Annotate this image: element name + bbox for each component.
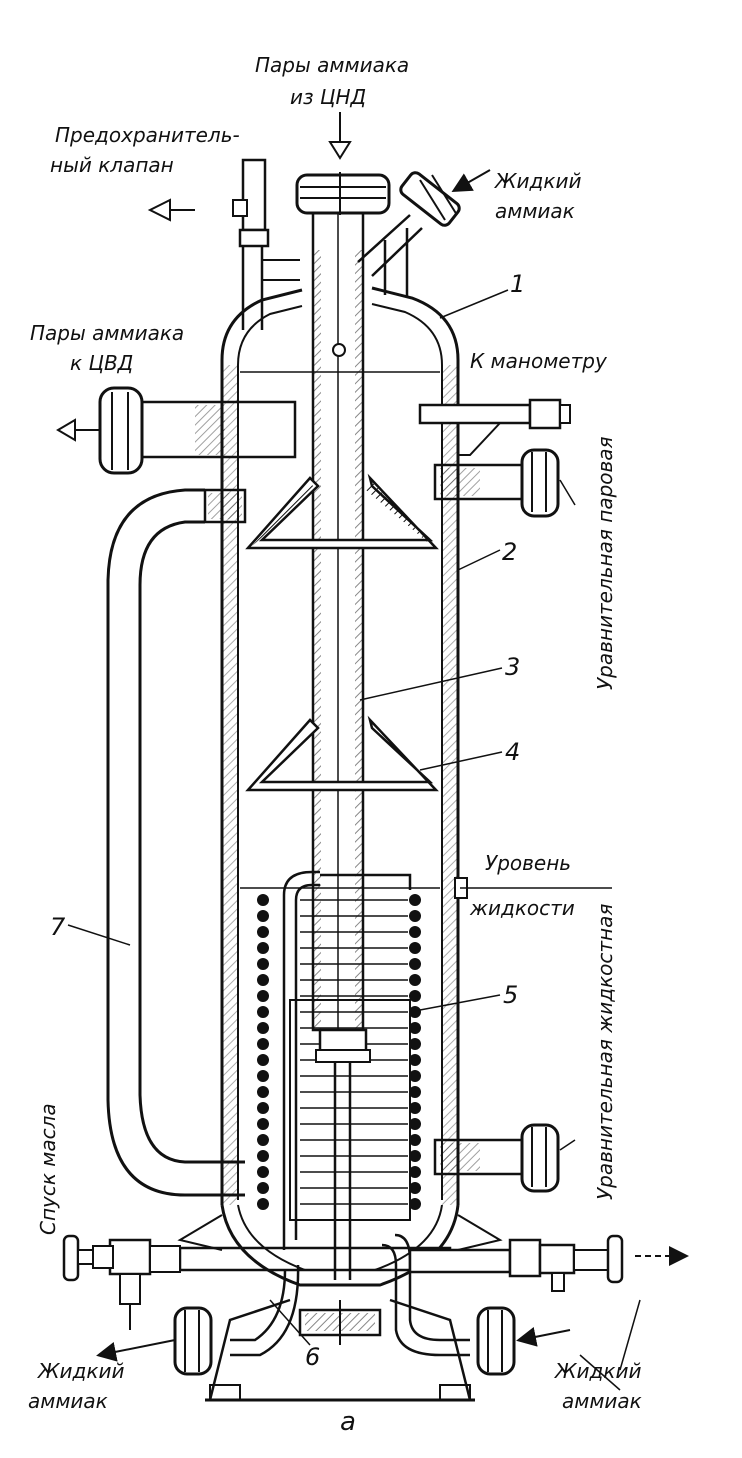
callout-4: 4 [505,738,520,766]
callout-5: 5 [503,981,518,1009]
label-liquid-in-top-line2: аммиак [495,199,575,223]
label-liquid-level-line2: жидкости [469,896,575,920]
coil-turn [257,1086,269,1098]
coil-turn [257,1070,269,1082]
figure-letter: а [340,1407,356,1437]
label-liquid-level-line1: Уровень [485,851,571,875]
label-liquid-out-right-line1: Жидкий [553,1359,641,1383]
gauge-nozzle [418,398,571,456]
cooling-coil [240,870,440,1250]
liquid-inlet-nozzle [357,169,491,277]
coil-turn [409,1150,421,1162]
label-vapor-from-lpc-line1: Пары аммиака [255,53,409,77]
label-oil-drain: Спуск масла [36,1103,60,1235]
coil-turn [409,1182,421,1194]
coil-turn [257,1134,269,1146]
coil-turn [257,974,269,986]
coil-turn [409,1086,421,1098]
safety-valve [147,158,300,330]
equalizing-vapor-nozzle [433,448,560,518]
drain-tube [333,1062,352,1280]
coil-turn [409,910,421,922]
coil-turn [409,990,421,1002]
label-equalizing-vapor: Уравнительная паровая [593,436,617,690]
coil-turn [257,1006,269,1018]
label-liquid-out-left-line2: аммиак [28,1389,108,1413]
label-safety-valve-line1: Предохранитель- [55,123,240,147]
equalizing-liquid-nozzle [433,1123,560,1193]
label-liquid-out-right-line2: аммиак [562,1389,642,1413]
coil-turn [257,1054,269,1066]
label-liquid-out-left-line1: Жидкий [36,1359,124,1383]
coil-turn [409,1102,421,1114]
label-vapor-to-hpc-line1: Пары аммиака [30,321,184,345]
coil-turn [257,910,269,922]
coil-turn [257,1166,269,1178]
support-base [177,1214,503,1402]
label-to-gauge: К манометру [470,349,608,373]
coil-turn [257,1038,269,1050]
coil-turn [257,1102,269,1114]
vessel-shell [220,286,460,1287]
coil-turn [257,990,269,1002]
coil-turn [409,894,421,906]
coil-turn [257,926,269,938]
coil-turn [409,1198,421,1210]
coil-turn [409,1006,421,1018]
coil-turn [409,958,421,970]
callout-leaders [67,289,641,1391]
right-drain-valve [408,1234,689,1292]
coil-turn [257,1022,269,1034]
coil-turn [257,1118,269,1130]
callout-1: 1 [510,270,525,298]
coil-turn [257,1198,269,1210]
label-vapor-from-lpc-line2: из ЦНД [290,85,366,109]
coil-turn [409,1070,421,1082]
baffles [245,473,439,792]
label-safety-valve-line2: ный клапан [50,153,174,177]
coil-turn [409,1134,421,1146]
external-return-pipe [106,488,247,1197]
coil-turn [257,894,269,906]
coil-turn [409,942,421,954]
callout-3: 3 [505,653,520,681]
coil-turn [409,974,421,986]
inlet-arrow-head [328,141,352,160]
label-liquid-in-top-line1: Жидкий [493,169,581,193]
bottom-liquid-pipes [96,1233,571,1376]
coil-turn [409,1054,421,1066]
label-vapor-to-hpc-line2: к ЦВД [70,351,133,375]
oil-drain-valve [62,1234,452,1330]
coil-turn [409,1166,421,1178]
coil-turn [409,1022,421,1034]
coil-turn [257,1150,269,1162]
coil-turn [257,958,269,970]
coil-turn [409,926,421,938]
top-inlet-flange [295,172,391,215]
callout-2: 2 [502,538,517,566]
coil-turn [257,942,269,954]
central-pipe [311,208,365,1032]
callout-7: 7 [50,913,66,941]
coil-turn [409,1118,421,1130]
top-right-pipe [383,228,409,298]
callout-6: 6 [305,1343,320,1371]
coil-turn [257,1182,269,1194]
vapor-outlet-nozzle [56,386,297,475]
pipe-end-plate [315,1049,371,1063]
coil-turn [409,1038,421,1050]
label-equalizing-liquid: Уравнительная жидкостная [593,904,617,1200]
